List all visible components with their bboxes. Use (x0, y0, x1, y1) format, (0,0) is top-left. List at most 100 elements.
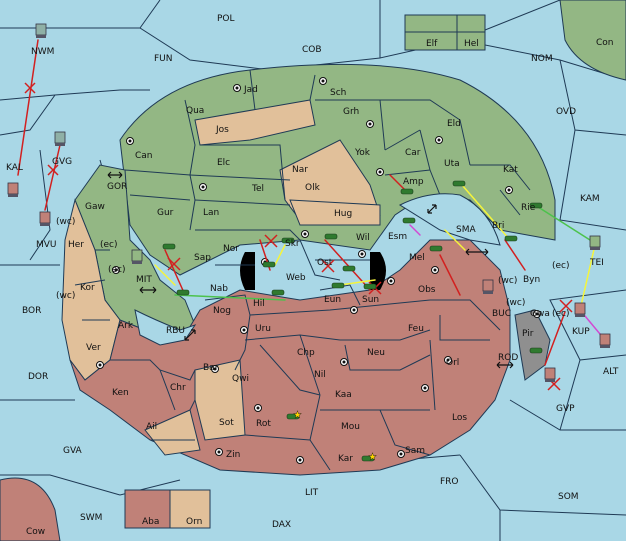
province-ail (144, 409, 201, 456)
label-jad: Jad (243, 85, 258, 95)
label-pol: POL (217, 14, 235, 24)
label-mel: Mel (409, 253, 425, 263)
fleet-icon (574, 302, 586, 317)
label-wc2: (wc) (56, 291, 75, 301)
label-uta: Uta (444, 159, 460, 169)
province-orn (169, 489, 211, 529)
label-nom: NOM (531, 54, 553, 64)
label-qua: Qua (186, 106, 204, 116)
coast-links (107, 171, 514, 369)
label-gur: Gur (157, 208, 174, 218)
label-grh: Grh (343, 107, 359, 117)
label-orn: Orn (186, 517, 202, 527)
label-gor: GOR (107, 182, 127, 192)
label-hil: Hil (253, 299, 265, 309)
label-tel: Tel (251, 184, 264, 194)
fleet-icon (482, 279, 494, 294)
label-her: Her (68, 240, 84, 250)
label-ec1: (ec) (100, 240, 118, 250)
fleet-icon (131, 249, 143, 264)
label-gaw: Gaw (85, 202, 105, 212)
label-kaa: Kaa (335, 390, 352, 400)
label-elf: Elf (426, 39, 438, 49)
label-gvg: GVG (52, 157, 72, 167)
army-icon (162, 180, 543, 462)
label-mit: MIT (136, 275, 152, 285)
label-rbu: RBU (166, 326, 185, 336)
label-cow: Cow (26, 527, 45, 537)
label-nil: Nil (314, 370, 326, 380)
order-gwa-gvp (544, 311, 566, 366)
support-eun-sun (339, 279, 376, 286)
label-gwa: Gwa (530, 309, 550, 319)
order-yok-amp (389, 174, 406, 191)
province-sot (194, 359, 246, 441)
label-orl: Orl (446, 358, 459, 368)
label-ovd: OVD (556, 107, 576, 117)
label-chr: Chr (170, 383, 186, 393)
fleet-icon (589, 235, 601, 250)
label-nwm: NWM (31, 47, 54, 57)
star-icon: ★ (368, 452, 377, 463)
province-cow (0, 477, 61, 541)
label-los: Los (452, 413, 467, 423)
label-rot: Rot (256, 419, 271, 429)
label-dor: DOR (28, 372, 48, 382)
label-pir: Pir (522, 329, 534, 339)
label-uru: Uru (255, 324, 271, 334)
fleet-icon (35, 23, 47, 38)
label-ec4: (ec) (552, 309, 570, 319)
label-hug: Hug (334, 209, 352, 219)
order-bri-byn (504, 239, 526, 271)
label-sap: Sap (194, 253, 211, 263)
label-rod: ROD (498, 353, 518, 363)
fleet-icon (7, 182, 19, 197)
label-cob: COB (302, 45, 322, 55)
label-elc: Elc (217, 158, 230, 168)
label-bri: Bri (492, 221, 504, 231)
label-ost: Ost (317, 258, 333, 268)
label-amp: Amp (403, 177, 424, 187)
label-wil: Wil (356, 233, 370, 243)
label-skr: Skr (285, 239, 300, 249)
label-ken: Ken (112, 388, 129, 398)
fleet-icon (39, 211, 51, 226)
order-nwm-kal (17, 39, 39, 176)
label-eun: Eun (324, 295, 341, 305)
support-mit-nab (154, 264, 176, 286)
label-tei: TEI (589, 258, 604, 268)
support-tei-kup (579, 244, 596, 311)
label-gva: GVA (63, 446, 83, 456)
fleet-icon (54, 131, 66, 146)
province-hel (456, 31, 486, 51)
label-chp: Chp (297, 348, 315, 358)
label-zin: Zin (226, 450, 240, 460)
order-gvg-mvu (44, 144, 61, 211)
label-dax: DAX (272, 520, 291, 530)
label-sam: Sam (405, 446, 425, 456)
label-aba: Aba (142, 517, 159, 527)
order-sap-nab (164, 249, 186, 296)
label-ec3: (ec) (552, 261, 570, 271)
label-byn: Byn (523, 275, 540, 285)
fleet-icon (599, 333, 611, 348)
label-con: Con (596, 38, 614, 48)
label-som: SOM (558, 492, 579, 502)
label-rie: Rie (521, 203, 536, 213)
province-jos (194, 99, 316, 146)
label-buc: BUC (492, 309, 511, 319)
convoy-esm-mel (409, 224, 421, 236)
label-ail: Ail (146, 422, 157, 432)
label-can: Can (135, 151, 153, 161)
province-borders (74, 69, 531, 471)
province-con (559, 0, 626, 81)
label-qwi: Qwi (232, 374, 249, 384)
label-alt: ALT (603, 367, 619, 377)
support-skr-web (274, 244, 286, 266)
order-hil-nab (174, 294, 286, 301)
label-wc1: (wc) (56, 217, 75, 227)
sea-rbu-channel (134, 309, 197, 346)
label-obs: Obs (418, 285, 436, 295)
label-kal: KAL (6, 163, 23, 173)
